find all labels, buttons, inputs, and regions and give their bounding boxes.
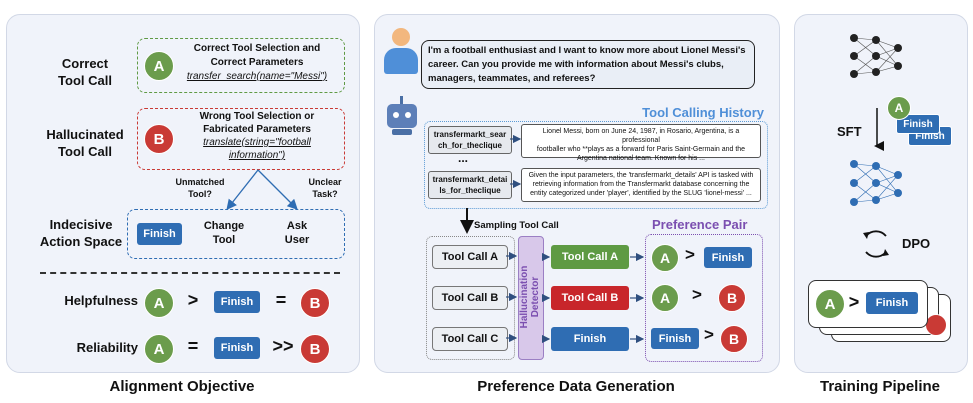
flow-arrows bbox=[460, 134, 645, 344]
finish-button: Finish bbox=[651, 328, 699, 349]
hallucinated-box bbox=[137, 108, 345, 170]
operator: > bbox=[187, 290, 199, 310]
sampling-label: Sampling Tool Call bbox=[474, 220, 559, 231]
user-icon bbox=[384, 28, 418, 76]
dpo-cycle-icon bbox=[863, 230, 889, 258]
preference-pair-title: Preference Pair bbox=[652, 217, 748, 232]
badge-a: A bbox=[887, 96, 911, 120]
robot-icon bbox=[386, 96, 418, 136]
badge-b: B bbox=[718, 284, 746, 312]
operator: >> bbox=[272, 336, 294, 356]
badge-b: B bbox=[300, 334, 330, 364]
operator: > bbox=[685, 245, 695, 264]
finish-button: Finish bbox=[214, 337, 260, 359]
user-query: I'm a football enthusiast and I want to … bbox=[421, 40, 755, 89]
badge-a: A bbox=[144, 288, 174, 318]
finish-button: Finish bbox=[137, 223, 182, 245]
operator: > bbox=[692, 285, 702, 304]
sft-arrow bbox=[874, 108, 884, 152]
badge-a: A bbox=[651, 284, 679, 312]
history-box bbox=[424, 121, 768, 209]
badge-b bbox=[925, 314, 947, 336]
observation: Given the input parameters, the 'transfe… bbox=[521, 168, 761, 202]
history-title: Tool Calling History bbox=[642, 105, 764, 120]
output-finish: Finish bbox=[551, 327, 629, 351]
branch-arrows bbox=[226, 169, 298, 211]
operator: > bbox=[848, 292, 860, 312]
helpfulness-label: Helpfulness bbox=[64, 293, 138, 308]
badge-b: B bbox=[300, 288, 330, 318]
observation: Lionel Messi, born on June 24, 1987, in … bbox=[521, 124, 761, 162]
tool-call-b: Tool Call B bbox=[432, 286, 508, 310]
finish-button: Finish bbox=[214, 291, 260, 313]
alignment-objective-panel bbox=[6, 14, 360, 373]
operator: = bbox=[187, 336, 199, 356]
reliability-label: Reliability bbox=[76, 340, 138, 355]
correct-description: Correct Tool Selection and Correct Param… bbox=[186, 43, 328, 82]
fine-tuned-network-icon bbox=[850, 160, 902, 206]
hallucinated-description: Wrong Tool Selection or Fabricated Param… bbox=[199, 111, 315, 161]
training-pipeline-title: Training Pipeline bbox=[819, 378, 941, 395]
alignment-objective-title: Alignment Objective bbox=[109, 378, 255, 395]
tool-call-a: Tool Call A bbox=[432, 245, 508, 269]
correct-box bbox=[137, 38, 345, 93]
badge-a: A bbox=[815, 289, 845, 319]
badge-a: A bbox=[144, 334, 174, 364]
tool-call-c: Tool Call C bbox=[432, 327, 508, 351]
finish-button: Finish bbox=[896, 114, 940, 134]
finish-button: Finish bbox=[866, 292, 918, 314]
preference-box bbox=[645, 234, 763, 362]
badge-b: B bbox=[720, 325, 748, 353]
badge-a: A bbox=[651, 244, 679, 272]
brain-network-icon bbox=[850, 34, 902, 78]
operator: > bbox=[704, 325, 714, 344]
preference-generation-title: Preference Data Generation bbox=[477, 378, 675, 395]
output-tool-call-a: Tool Call A bbox=[551, 245, 629, 269]
operator: = bbox=[275, 290, 287, 310]
indecisive-box bbox=[127, 209, 345, 259]
ellipsis: ... bbox=[458, 151, 469, 165]
sft-label: SFT bbox=[837, 124, 862, 139]
divider bbox=[40, 272, 340, 274]
output-tool-call-b: Tool Call B bbox=[551, 286, 629, 310]
dpo-label: DPO bbox=[902, 236, 931, 251]
finish-button: Finish bbox=[704, 247, 752, 268]
badge-b: B bbox=[144, 124, 174, 154]
badge-a: A bbox=[144, 51, 174, 81]
